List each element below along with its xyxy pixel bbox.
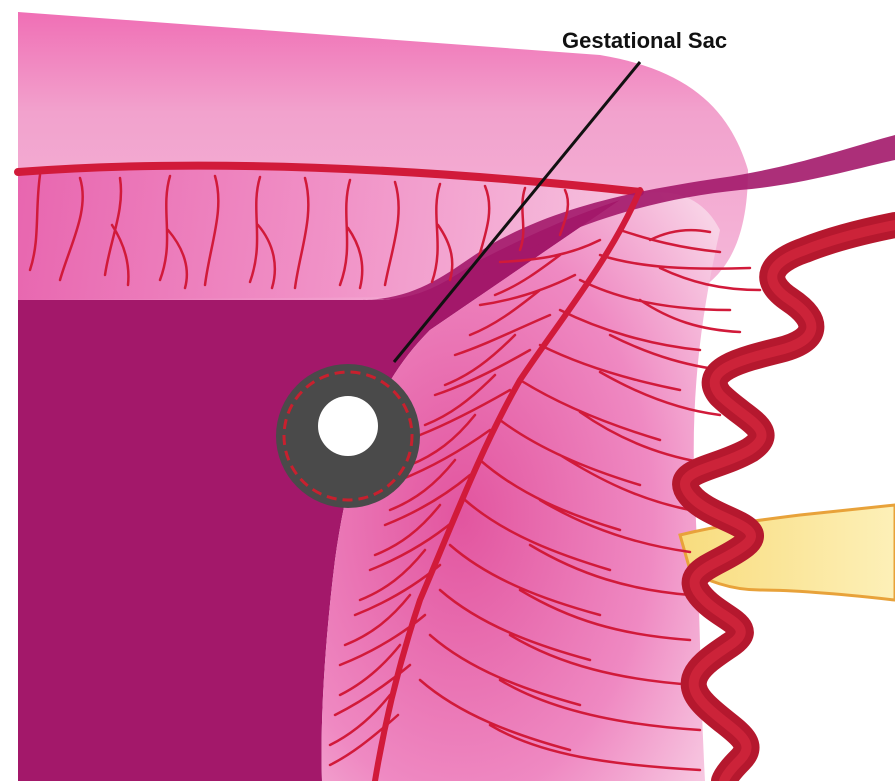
gestational-sac-label: Gestational Sac [562, 28, 727, 53]
sac-inner-cavity [318, 396, 378, 456]
gestational-sac [276, 364, 420, 508]
